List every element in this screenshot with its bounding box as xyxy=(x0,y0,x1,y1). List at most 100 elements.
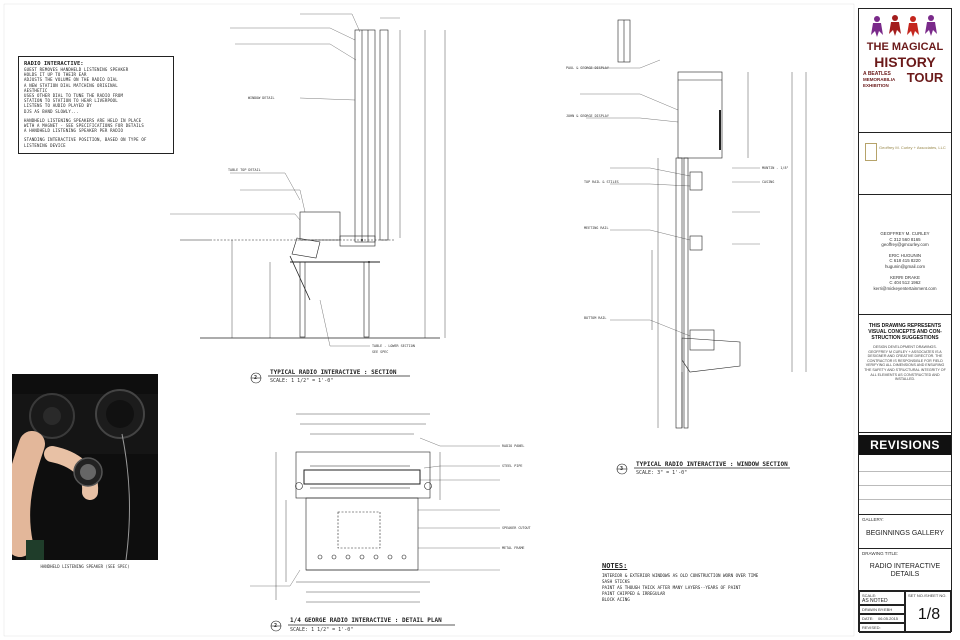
section-scale: SCALE: 1 1/2" = 1'-0" xyxy=(270,378,334,384)
speaker-photo xyxy=(12,374,158,560)
logo-line-6: TOUR xyxy=(906,70,944,85)
drawn-by-cell: DRAWN BY: EBH xyxy=(859,605,905,614)
revision-row xyxy=(859,499,951,500)
note-line: HOLDS IT UP TO THEIR EAR xyxy=(24,72,87,78)
notes-line: PAINT CHIPPED & IRREGULAR xyxy=(602,591,666,596)
photo-caption: HANDHELD LISTENING SPEAKER (SEE SPEC) xyxy=(40,564,130,569)
window-scale: SCALE: 3" = 1'-0" xyxy=(636,470,688,476)
drawn-by-label: DRAWN BY: xyxy=(862,607,885,612)
firm-logo-icon xyxy=(865,143,877,161)
plan-title: 1/4 GEORGE RADIO INTERACTIVE : DETAIL PL… xyxy=(290,617,442,624)
note-line: LISTENS TO AUDIO PLAYED BY xyxy=(24,103,92,109)
notes-line: BLOCK ACING xyxy=(602,597,630,602)
drawing-title-section: DRAWING TITLE: RADIO INTERACTIVE DETAILS xyxy=(859,549,951,591)
note-line: HANDHELD LISTENING SPEAKERS ARE HELD IN … xyxy=(24,117,142,123)
callout-john-george: JOHN & GEORGE DISPLAY xyxy=(566,114,609,118)
section-title: TYPICAL RADIO INTERACTIVE : SECTION xyxy=(270,369,397,376)
gallery-value: BEGINNINGS GALLERY xyxy=(865,530,945,537)
plan-table-top xyxy=(295,451,431,499)
beatles-silhouettes-icon xyxy=(871,15,937,37)
contact-phone: C 312 560 8165 xyxy=(889,236,921,242)
revised-label: REVISED: xyxy=(862,625,881,630)
drawing-title-label: DRAWING TITLE: xyxy=(862,551,899,556)
callout-radio-panel: RADIO PANEL xyxy=(502,444,525,448)
note-line: STANDING INTERACTIVE POSITION, BASED ON … xyxy=(24,137,147,143)
scale-cell: SCALE: AS NOTED xyxy=(859,591,905,605)
disclaimer-section: THIS DRAWING REPRESENTS VISUAL CONCEPTS … xyxy=(859,315,951,433)
revisions-area xyxy=(859,455,951,515)
sheet-info: SCALE: AS NOTED SET NO./SHEET NO. 1/8 DR… xyxy=(859,591,951,633)
callout-paul-george: PAUL & GEORGE DISPLAY xyxy=(566,66,609,70)
contact-name: GEOFFREY M. CURLEY xyxy=(880,231,930,236)
table-leg-right xyxy=(363,261,370,338)
sheet-label: SET NO./SHEET NO. xyxy=(908,593,947,598)
contact-email: geoffrey@gmcurley.com xyxy=(881,242,929,248)
window-number: 3 xyxy=(620,466,624,472)
note-line: A HANDHELD LISTENING SPEAKER PER RADIO xyxy=(24,128,124,134)
logo-line-5: EXHIBITION xyxy=(863,83,889,88)
window-radio-box xyxy=(677,71,723,159)
callout-speaker-cutout: SPEAKER CUTOUT xyxy=(502,526,531,530)
sheet-number: 1/8 xyxy=(917,606,941,623)
speaker-photo-illustration xyxy=(12,374,158,560)
date-label: DATE: xyxy=(862,616,874,621)
scale-value: AS NOTED xyxy=(862,598,888,604)
callout-top-rail: TOP RAIL & STILES xyxy=(584,180,619,184)
disclaimer-body: DESIGN DEVELOPMENT DRAWINGS. GEOFFREY M … xyxy=(864,345,946,382)
notes-line: INTERIOR & EXTERIOR WINDOWS AS OLD CONST… xyxy=(602,573,759,578)
note-heading: RADIO INTERACTIVE: xyxy=(24,61,84,67)
logo-line-2: HISTORY xyxy=(874,54,936,70)
window-jamb xyxy=(675,157,683,429)
callout-steel-pipe: STEEL PIPE xyxy=(502,464,523,468)
contacts-section: GEOFFREY M. CURLEY C 312 560 8165 geoffr… xyxy=(859,195,951,315)
window-sill xyxy=(681,337,741,373)
plan-knob-right xyxy=(424,482,432,490)
revised-cell: REVISED: xyxy=(859,623,905,633)
window-title: TYPICAL RADIO INTERACTIVE : WINDOW SECTI… xyxy=(636,461,788,468)
section-number: 2 xyxy=(254,375,258,381)
general-notes: NOTES: INTERIOR & EXTERIOR WINDOWS AS OL… xyxy=(602,562,852,603)
contact-email: hugunin@gmail.com xyxy=(884,263,926,269)
plan-knob-left xyxy=(295,482,303,490)
window-frame-section xyxy=(354,29,376,243)
drawn-by-value: EBH xyxy=(884,607,893,612)
note-line: USES OTHER DIAL TO TUNE THE RADIO FROM xyxy=(24,93,124,99)
note-line: GUEST REMOVES HANDHELD LISTENING SPEAKER xyxy=(24,67,129,72)
note-line: LISTENING DEVICE xyxy=(24,142,66,148)
scale-label: SCALE: xyxy=(862,593,877,598)
table-leg-left xyxy=(299,261,306,338)
note-line: DJS AS BAND SLOWLY... xyxy=(24,108,79,114)
note-line: AESTHETIC xyxy=(24,87,48,93)
disclaimer-heading: THIS DRAWING REPRESENTS VISUAL CONCEPTS … xyxy=(868,323,942,341)
notes-line: SASH STICKS xyxy=(602,579,630,584)
contact-phone: C 404 512 1962 xyxy=(889,280,921,286)
title-block: THE MAGICAL HISTORY A BEATLES MEMORABILI… xyxy=(858,8,952,633)
callout-see-spec: SEE SPEC xyxy=(372,350,389,354)
note-line: ADJUSTS THE VOLUME ON THE RADIO DIAL xyxy=(24,77,118,83)
callout-muntin: MUNTIN - 1/8" xyxy=(762,166,789,170)
logo-section: THE MAGICAL HISTORY A BEATLES MEMORABILI… xyxy=(859,9,951,133)
revisions-header: REVISIONS xyxy=(859,435,951,455)
note-line: A NEW STATION DIAL MATCHING ORIGINAL xyxy=(24,82,118,88)
contact-name: ERIC HUGUNIN xyxy=(888,252,922,258)
callout-bottom-rail: BOTTOM RAIL xyxy=(584,316,607,320)
radio-section xyxy=(299,211,341,241)
note-line: STATION TO STATION TO HEAR LIVERPOOL xyxy=(24,98,118,104)
radio-interactive-note: RADIO INTERACTIVE: GUEST REMOVES HANDHEL… xyxy=(18,56,174,154)
logo-line-3: A BEATLES xyxy=(863,71,891,77)
date-cell: DATE: 06.05.2015 xyxy=(859,614,905,623)
note-line: WITH A MAGNET - SEE SPECIFICATIONS FOR D… xyxy=(24,123,144,129)
callout-casing: CASING xyxy=(762,180,775,184)
callout-metal-frame: METAL FRAME xyxy=(502,546,525,550)
gallery-label: GALLERY: xyxy=(862,517,884,522)
logo-line-4: MEMORABILIA xyxy=(863,77,896,82)
firm-section: Geoffrey M. Curley + Associates, LLC xyxy=(859,133,951,195)
sheet-cell: SET NO./SHEET NO. 1/8 xyxy=(905,591,951,633)
callout-meeting-rail: MEETING RAIL xyxy=(584,226,609,230)
gallery-section: GALLERY: BEGINNINGS GALLERY xyxy=(859,515,951,549)
date-value: 06.05.2015 xyxy=(878,616,899,621)
callout-window-detail: WINDOW DETAIL xyxy=(248,96,275,100)
logo-line-1: THE MAGICAL xyxy=(866,41,944,53)
